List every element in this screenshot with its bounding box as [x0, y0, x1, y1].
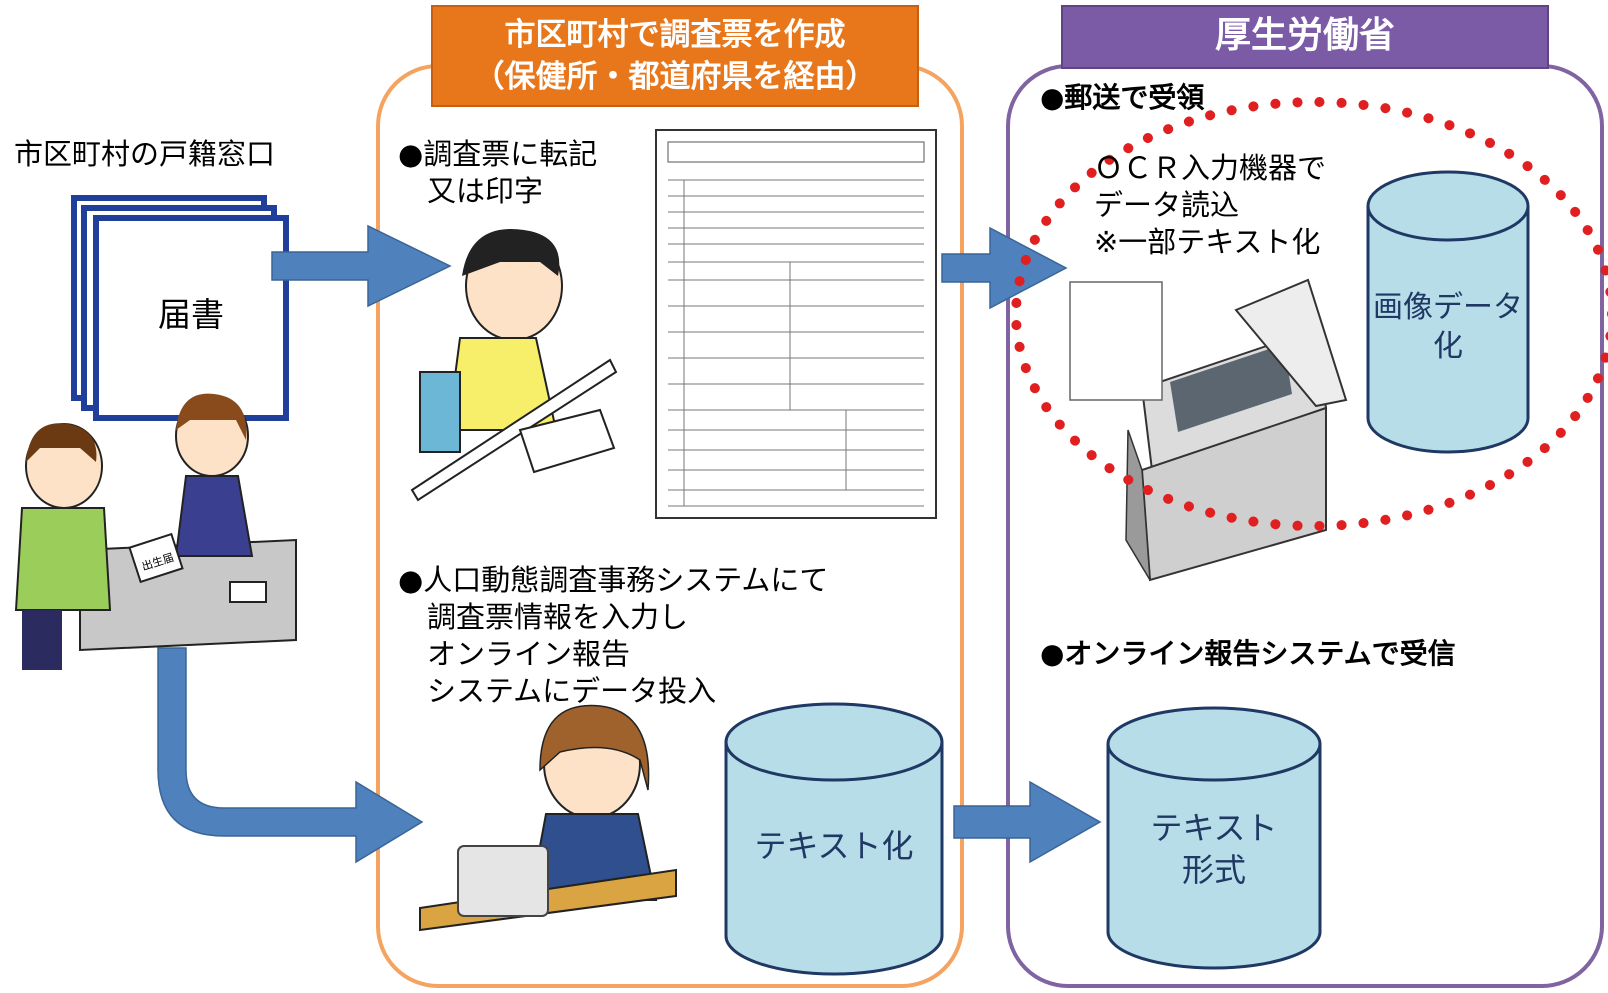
mail-receipt-heading: ●郵送で受領: [1040, 81, 1205, 114]
system-entry-step-text: ●人口動態調査事務システムにて 調査票情報を入力し オンライン報告 システムにデ…: [398, 563, 829, 709]
ocr-note-text: ＯＣＲ入力機器で データ読込 ※一部テキスト化: [1094, 151, 1327, 260]
municipal-banner: [431, 5, 919, 107]
municipal-banner-line2: （保健所・都道府県を経由）: [473, 59, 877, 95]
arrow-to-transcribe: [271, 224, 452, 308]
arrow-to-form-submit: [941, 226, 1068, 310]
mhlw-text-cylinder: [1106, 706, 1322, 970]
staff-entering-data-illustration: [419, 704, 677, 932]
online-receipt-heading: ●オンライン報告システムで受信: [1040, 637, 1456, 670]
municipal-text-cylinder: [724, 702, 944, 976]
survey-form-image: [655, 129, 937, 519]
municipal-banner-title: 市区町村で調査票を作成 （保健所・都道府県を経由）: [432, 14, 918, 98]
mhlw-text-db-label: テキスト 形式: [1150, 809, 1278, 889]
mhlw-banner: [1061, 5, 1549, 69]
notification-documents: [71, 195, 289, 421]
transcribe-step-text: ●調査票に転記 又は印字: [398, 137, 598, 209]
mhlw-banner-title: 厚生労働省: [1214, 15, 1395, 56]
counter-scene-illustration: [14, 393, 297, 670]
ocr-scanner-illustration: [1069, 278, 1348, 582]
municipal-banner-line1: 市区町村で調査票を作成: [504, 17, 846, 53]
image-data-cylinder: [1366, 170, 1530, 454]
arrow-to-online: [953, 780, 1102, 864]
clerk-transcribing-illustration: [410, 228, 618, 502]
notification-label: 届書: [158, 295, 224, 334]
arrow-to-system-entry: [157, 647, 424, 864]
municipal-text-db-label: テキスト化: [754, 827, 914, 865]
municipal-window-label: 市区町村の戸籍窓口: [14, 137, 276, 171]
image-data-label: 画像データ 化: [1373, 290, 1523, 364]
